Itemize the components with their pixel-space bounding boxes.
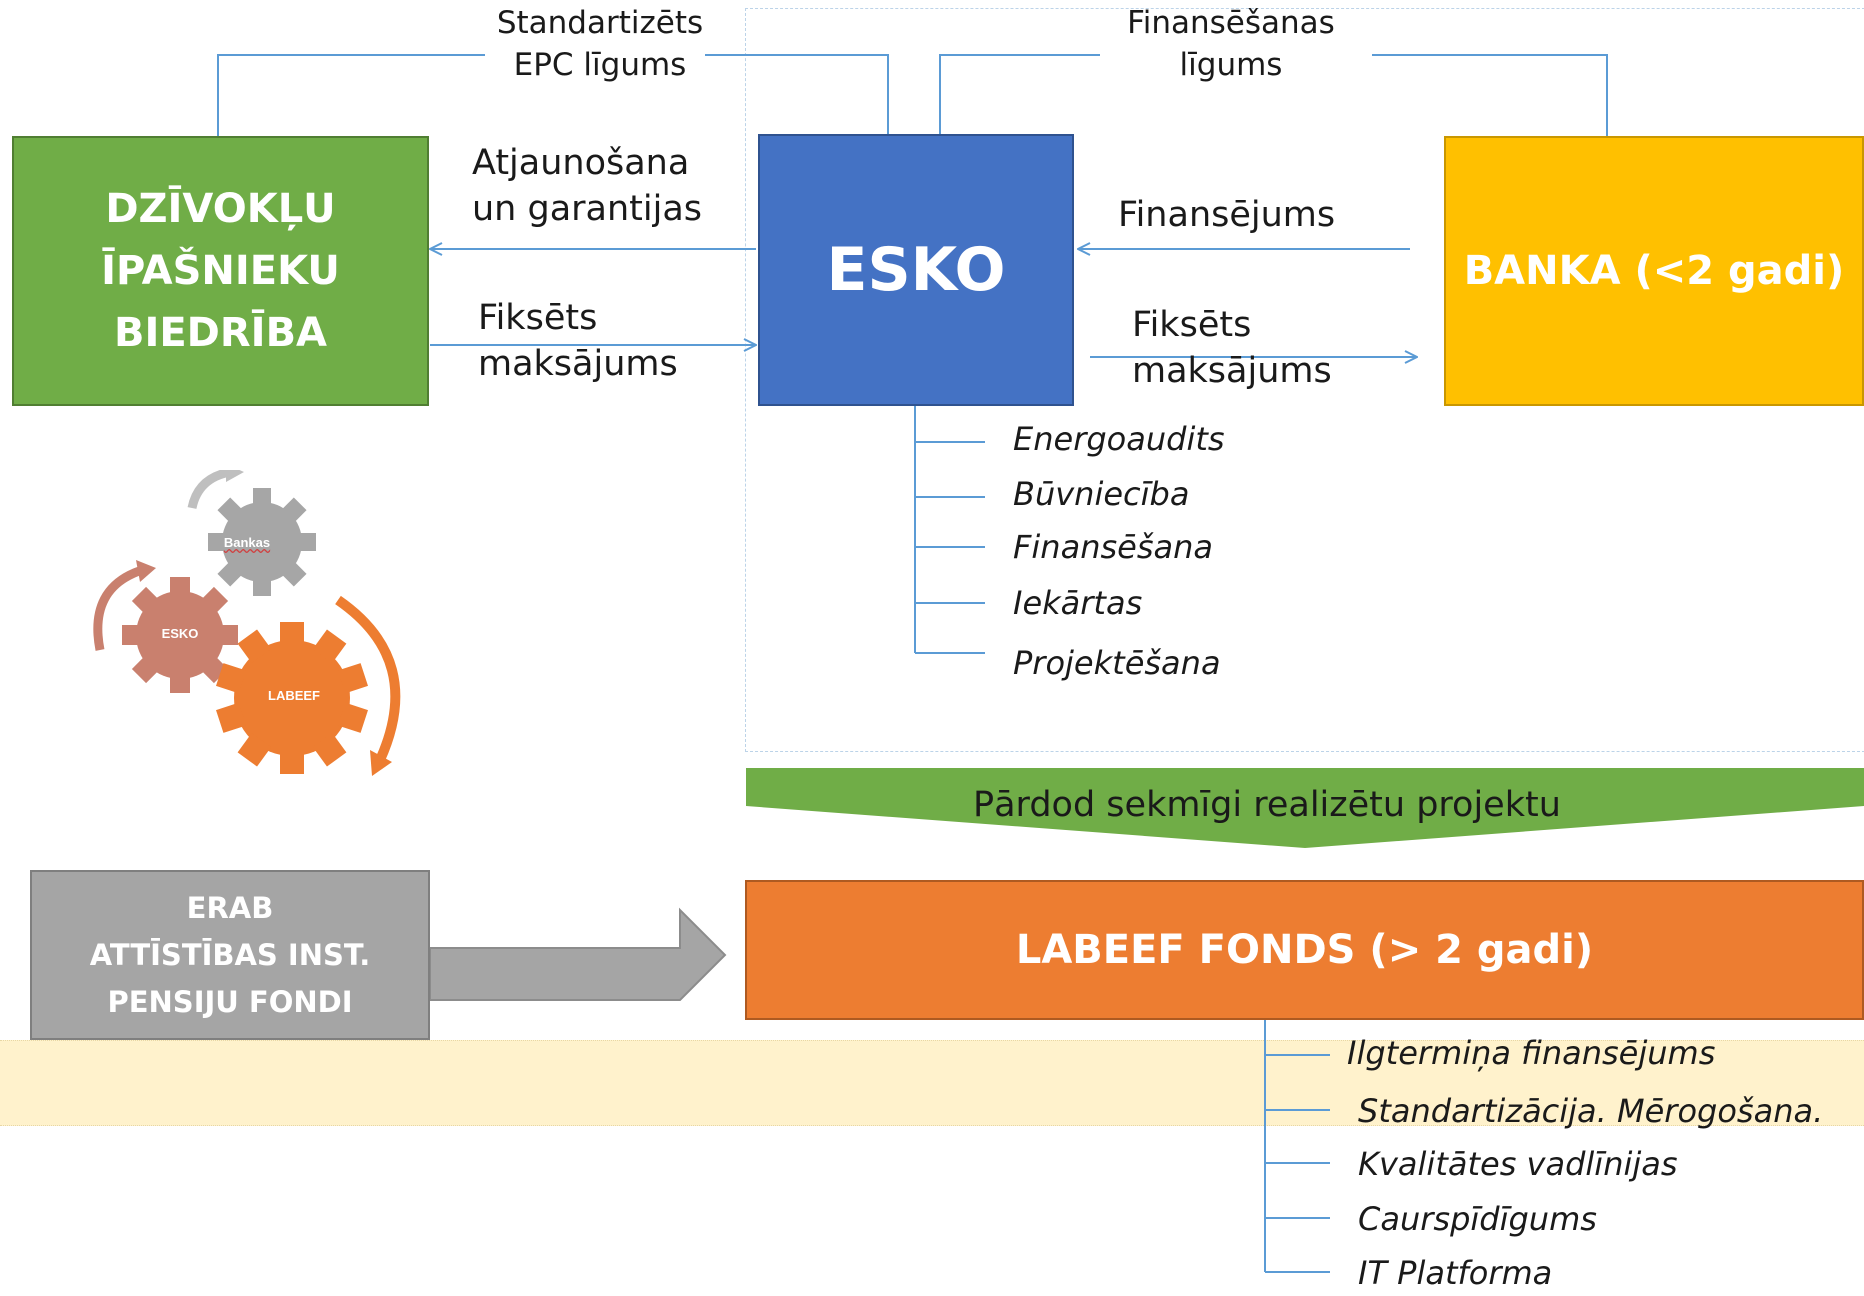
labeef-feature-item: Caurspīdīgums (1358, 1200, 1597, 1238)
bank-box: BANKA (<2 gadi) (1444, 136, 1864, 406)
erab-to-labeef-arrow (430, 910, 725, 1000)
esko-service-item: Finansēšana (1013, 528, 1213, 566)
fin-contract-line-right (1372, 54, 1608, 136)
esko-service-item: Iekārtas (1013, 584, 1143, 622)
sell-project-label: Pārdod sekmīgi realizētu projektu (973, 785, 1561, 825)
renovation-label: Atjaunošana un garantijas (472, 143, 703, 229)
fixed-payment-right-label: Fiksēts maksājums (1132, 305, 1332, 391)
epc-contract-line-right (705, 54, 889, 136)
gear-banks-label: Bankas (223, 535, 271, 550)
labeef-features-tree (1264, 1020, 1330, 1273)
fin-contract-line (939, 54, 1100, 136)
gears-illustration (93, 470, 401, 776)
esko-service-item: Būvniecība (1013, 475, 1190, 513)
epc-contract-label: Standartizēts EPC līgums (496, 5, 704, 83)
esko-service-item: Energoaudits (1013, 420, 1225, 458)
fixed-payment-left-label: Fiksēts maksājums (478, 298, 678, 384)
esko-services-tree (914, 406, 985, 654)
highlight-band (0, 1040, 1864, 1126)
gear-labeef-icon (216, 622, 368, 774)
labeef-feature-item: Standartizācija. Mērogošana. (1358, 1092, 1824, 1130)
owners-association-box: DZĪVOKĻU ĪPAŠNIEKU BIEDRĪBA (12, 136, 429, 406)
erab-investors-box: ERAB ATTĪSTĪBAS INST. PENSIJU FONDI (30, 870, 430, 1040)
esko-box: ESKO (758, 134, 1074, 406)
esko-group-frame (745, 8, 1864, 752)
gear-esko-icon (122, 577, 238, 693)
gear-labeef-label: LABEEF (268, 688, 320, 703)
labeef-feature-item: IT Platforma (1358, 1254, 1553, 1292)
labeef-feature-item: Kvalitātes vadlīnijas (1358, 1145, 1678, 1183)
financing-label: Finansējums (1118, 195, 1336, 235)
epc-contract-line (217, 54, 485, 136)
labeef-feature-item: Ilgtermiņa finansējums (1347, 1034, 1716, 1072)
sell-project-banner (746, 768, 1864, 848)
gear-esko-label: ESKO (161, 626, 199, 641)
gear-banks-icon (208, 488, 316, 596)
labeef-fund-box: LABEEF FONDS (> 2 gadi) (745, 880, 1864, 1020)
financing-contract-label: Finansēšanas līgums (1127, 5, 1335, 83)
esko-service-item: Projektēšana (1013, 644, 1221, 682)
